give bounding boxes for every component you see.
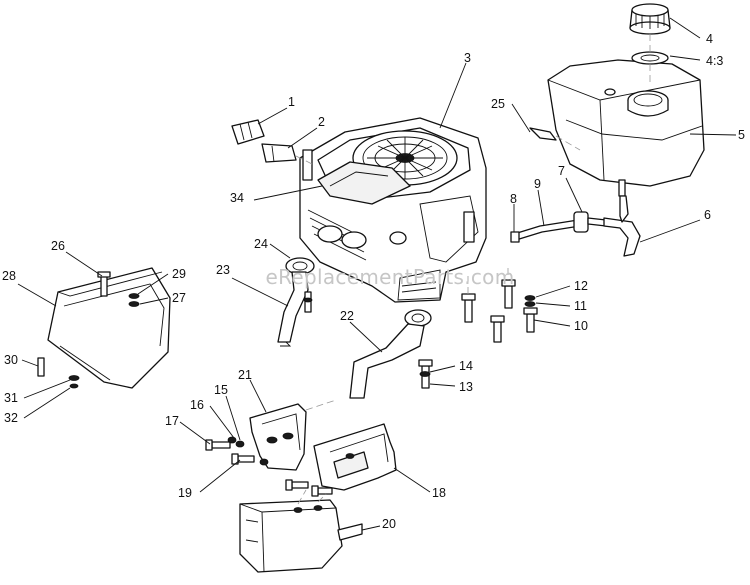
callout-18: 18	[432, 486, 446, 500]
callout-30: 30	[4, 353, 18, 367]
callout-4-3: 4:3	[706, 54, 723, 68]
leader-lines	[17, 17, 737, 531]
callout-22: 22	[340, 309, 354, 323]
cap-gasket	[631, 51, 669, 65]
callout-2: 2	[318, 115, 325, 129]
bolt-set-right	[461, 279, 538, 343]
retaining-clip	[529, 127, 557, 141]
engine-assembly	[299, 117, 487, 303]
callout-20: 20	[382, 517, 396, 531]
callout-13: 13	[459, 380, 473, 394]
callout-7: 7	[558, 164, 565, 178]
fuel-filter	[573, 211, 607, 233]
callout-8: 8	[510, 192, 517, 206]
callout-29: 29	[172, 267, 186, 281]
callout-34: 34	[230, 191, 244, 205]
callout-31: 31	[4, 391, 18, 405]
callout-24: 24	[254, 237, 268, 251]
fuel-hose-tank	[603, 217, 641, 257]
callout-14: 14	[459, 359, 473, 373]
fuel-cap	[629, 3, 671, 35]
spark-plug-boot	[231, 119, 265, 145]
exhaust-gasket-left	[285, 257, 315, 275]
exhaust-pipe-right	[349, 323, 425, 399]
callout-19: 19	[178, 486, 192, 500]
callout-25: 25	[491, 97, 505, 111]
callout-9: 9	[534, 177, 541, 191]
callout-26: 26	[51, 239, 65, 253]
callout-27: 27	[172, 291, 186, 305]
callout-12: 12	[574, 279, 588, 293]
callout-labels: 1 2 3 4 4:3 5 6 7 8 9 10 11 12 13 14 15 …	[2, 32, 745, 531]
callout-15: 15	[214, 383, 228, 397]
callout-17: 17	[165, 414, 179, 428]
callout-16: 16	[190, 398, 204, 412]
muffler-bracket-left	[249, 403, 307, 471]
callout-4: 4	[706, 32, 713, 46]
callout-32: 32	[4, 411, 18, 425]
hose-clamp	[510, 231, 520, 243]
callout-5: 5	[738, 128, 745, 142]
muffler-bracket-right	[313, 423, 397, 491]
spark-plug	[261, 143, 297, 163]
bolt-26	[100, 275, 108, 297]
callout-6: 6	[704, 208, 711, 222]
heat-shield	[47, 267, 171, 389]
callout-28: 28	[2, 269, 16, 283]
callout-21: 21	[238, 368, 252, 382]
muffler	[239, 499, 363, 573]
fuel-hose	[513, 219, 581, 241]
callout-1: 1	[288, 95, 295, 109]
exhaust-pipe-left	[277, 271, 309, 343]
bolt-set-left	[205, 436, 333, 497]
callout-10: 10	[574, 319, 588, 333]
callout-11: 11	[574, 299, 587, 313]
callout-23: 23	[216, 263, 230, 277]
watermark-text: eReplacementParts.com	[266, 265, 515, 289]
fuel-tank	[547, 59, 705, 197]
callout-3: 3	[464, 51, 471, 65]
